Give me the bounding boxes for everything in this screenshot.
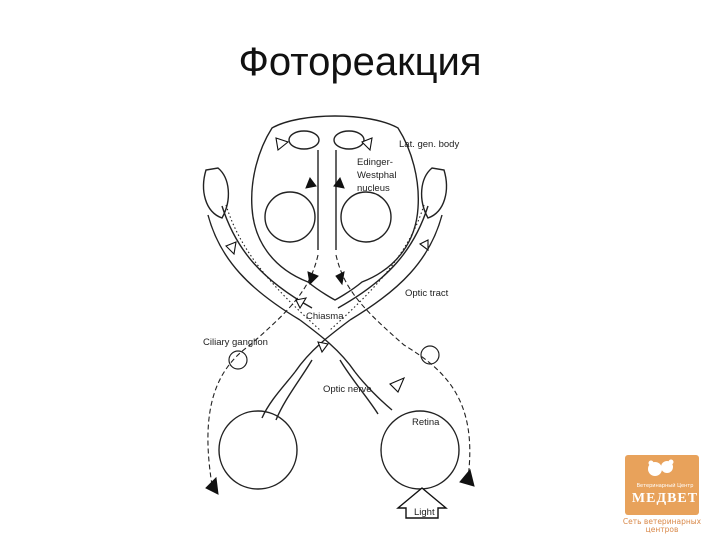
arrow-ew-left	[305, 176, 317, 189]
pretectal-right	[333, 130, 365, 150]
arrow-ew-right	[333, 176, 345, 189]
logo-name: МЕДВЕТ	[631, 491, 699, 506]
chiasma-cross-a	[299, 319, 356, 373]
afferent-dots-right	[329, 204, 425, 331]
lat-gen-body-left	[202, 167, 229, 219]
logo-tagline-2: центров	[645, 525, 679, 534]
ciliary-ganglion-left	[228, 350, 248, 370]
arrow-brainstem-left	[307, 271, 319, 286]
medvet-logo: Ветеринарный Центр МЕДВЕТ Сеть ветеринар…	[622, 455, 702, 535]
label-retina: Retina	[412, 417, 440, 428]
lat-gen-body-right	[421, 167, 448, 219]
afferent-dots-left	[225, 204, 321, 331]
arrow-efferent-left	[205, 476, 219, 495]
nucleus-right	[340, 191, 392, 243]
logo-small-text: Ветеринарный Центр	[636, 483, 694, 489]
arrow-afferent-2	[361, 137, 373, 152]
optic-nerve-left	[261, 371, 296, 419]
efferent-left	[207, 254, 319, 486]
label-optic-tract: Optic tract	[405, 288, 449, 299]
optic-tract-right-outer	[349, 214, 443, 321]
arrow-afferent-5	[295, 297, 308, 310]
label-edinger-1: Edinger-	[357, 157, 393, 168]
optic-nerve-right-b	[339, 359, 379, 415]
arrow-afferent-6	[317, 341, 329, 354]
brainstem-outline	[250, 115, 420, 301]
logo-tagline: Сеть ветеринарных центров	[622, 518, 702, 534]
nucleus-left	[264, 191, 316, 243]
efferent-right	[335, 254, 471, 479]
optic-nerve-left-b	[275, 359, 313, 421]
optic-tract-left-inner	[221, 205, 313, 309]
label-chiasma: Chiasma	[306, 311, 344, 322]
optic-tract-right-inner	[337, 205, 429, 309]
eye-left	[218, 410, 298, 490]
slide-title: Фотореакция	[238, 40, 482, 84]
label-edinger-3: nucleus	[357, 183, 390, 194]
arrow-afferent-1	[275, 137, 290, 152]
pretectal-left	[288, 130, 320, 150]
optic-tract-left-outer	[207, 214, 301, 321]
logo-tagline-1: Сеть ветеринарных	[622, 517, 702, 526]
bear-dog-icon	[648, 459, 674, 476]
label-ciliary-ganglion: Ciliary ganglion	[203, 337, 268, 348]
arrow-afferent-4	[418, 239, 429, 252]
logo-plate: Ветеринарный Центр МЕДВЕТ	[625, 455, 699, 515]
arrow-efferent-right	[459, 468, 475, 487]
arrow-brainstem-right	[335, 271, 345, 286]
arrow-afferent-3	[225, 241, 237, 256]
label-light: Light	[414, 507, 435, 518]
optic-nerve-right	[354, 371, 393, 411]
label-edinger-2: Westphal	[357, 170, 396, 181]
label-optic-nerve: Optic nerve	[323, 384, 372, 395]
ciliary-ganglion-right	[420, 345, 440, 365]
light-arrow	[396, 487, 448, 519]
arrow-optic-nerve	[389, 376, 406, 393]
label-lat-gen-body: Lat. gen. body	[399, 139, 459, 150]
